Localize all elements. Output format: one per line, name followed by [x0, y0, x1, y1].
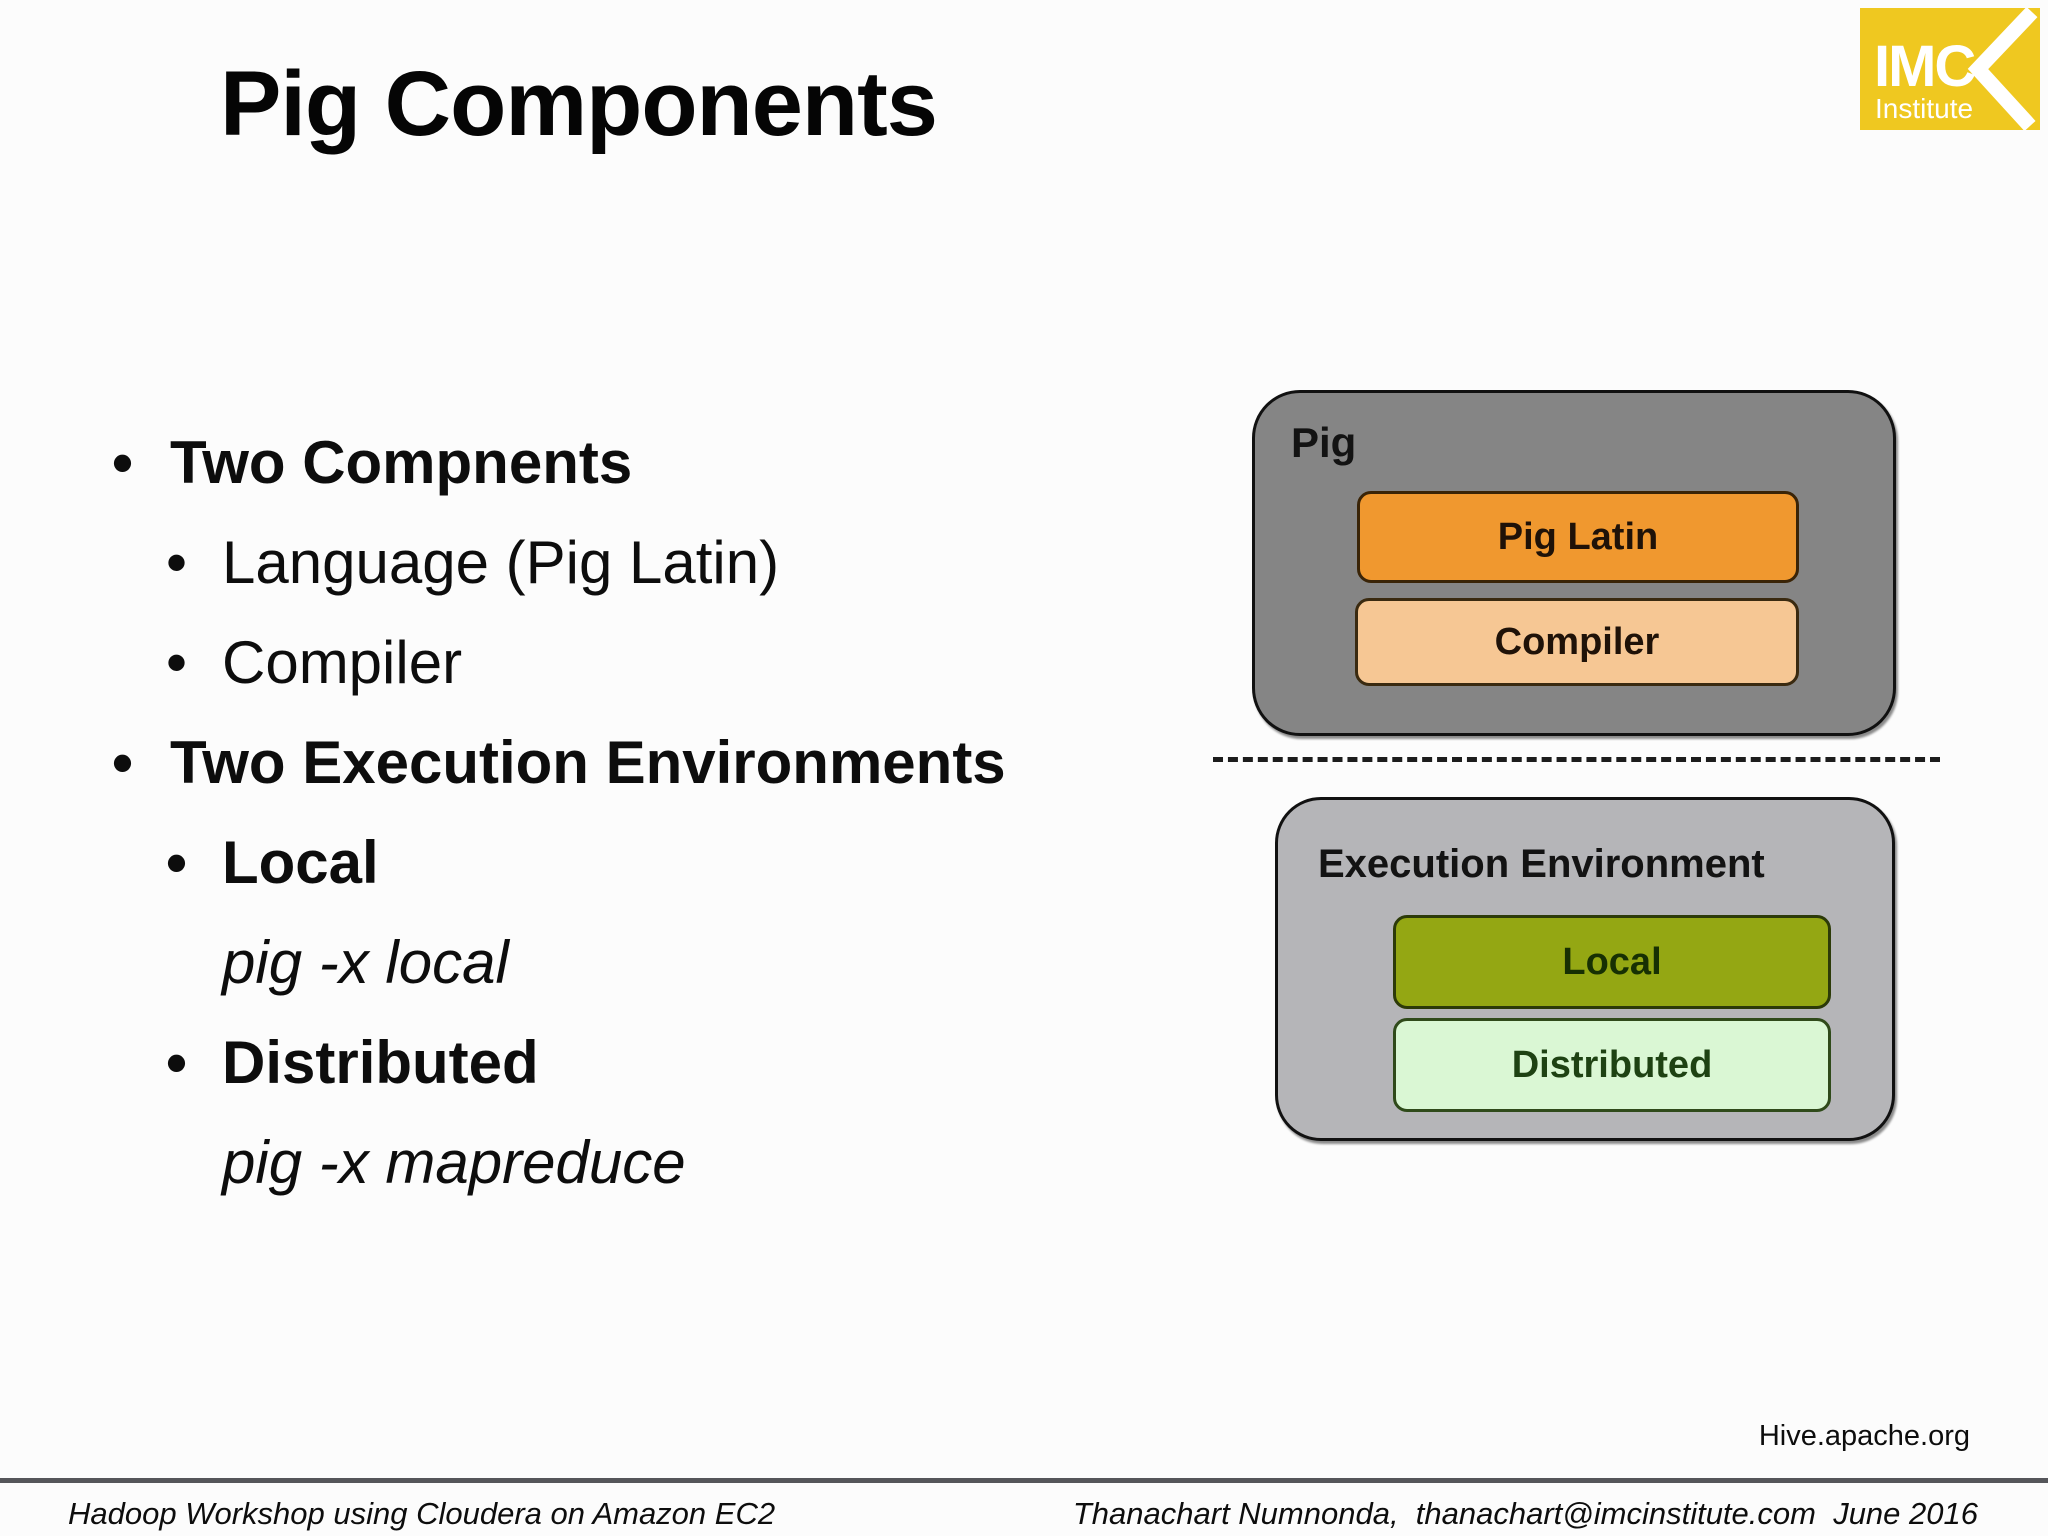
- pig-latin-box: Pig Latin: [1357, 491, 1799, 583]
- dashed-separator: [1213, 757, 1940, 762]
- footer-divider: [0, 1478, 2048, 1483]
- bullet-item-two-execution-environments: Two Execution Environments: [0, 712, 1180, 812]
- bullet-item-compiler: Compiler: [0, 612, 1180, 712]
- bullet-item-distributed: Distributed: [0, 1012, 1180, 1112]
- execution-environment-label: Execution Environment: [1318, 842, 1765, 886]
- bullet-item-pig-x-mapreduce: pig -x mapreduce: [222, 1128, 686, 1196]
- bullet-item-pig-x-local: pig -x local: [222, 928, 509, 996]
- bullet-item-two-components: Two Compnents: [0, 412, 1180, 512]
- source-note: Hive.apache.org: [1758, 1420, 1970, 1452]
- chevron-left-icon: [1967, 6, 2038, 132]
- bullet-item-local: Local: [0, 812, 1180, 912]
- bullet-item-language-pig-latin: Language (Pig Latin): [0, 512, 1180, 612]
- compiler-box: Compiler: [1355, 598, 1799, 686]
- pig-group-box: Pig Pig Latin Compiler: [1252, 390, 1896, 736]
- page-title: Pig Components: [220, 53, 938, 155]
- pig-group-label: Pig: [1291, 419, 1357, 466]
- execution-environment-group-box: Execution Environment Local Distributed: [1275, 797, 1895, 1141]
- imc-logo-graphic: IMC Institute: [1860, 6, 2040, 132]
- footer-left-text: Hadoop Workshop using Cloudera on Amazon…: [68, 1496, 776, 1531]
- imc-institute-logo: IMC Institute: [1860, 6, 2040, 132]
- logo-secondary-text: Institute: [1875, 93, 1973, 124]
- bullet-list: Two Compnents Language (Pig Latin) Compi…: [0, 412, 1180, 1212]
- footer-right-text: Thanachart Numnonda, thanachart@imcinsti…: [1072, 1496, 1978, 1531]
- logo-primary-text: IMC: [1874, 34, 1975, 99]
- distributed-box: Distributed: [1393, 1018, 1831, 1112]
- local-box: Local: [1393, 915, 1831, 1009]
